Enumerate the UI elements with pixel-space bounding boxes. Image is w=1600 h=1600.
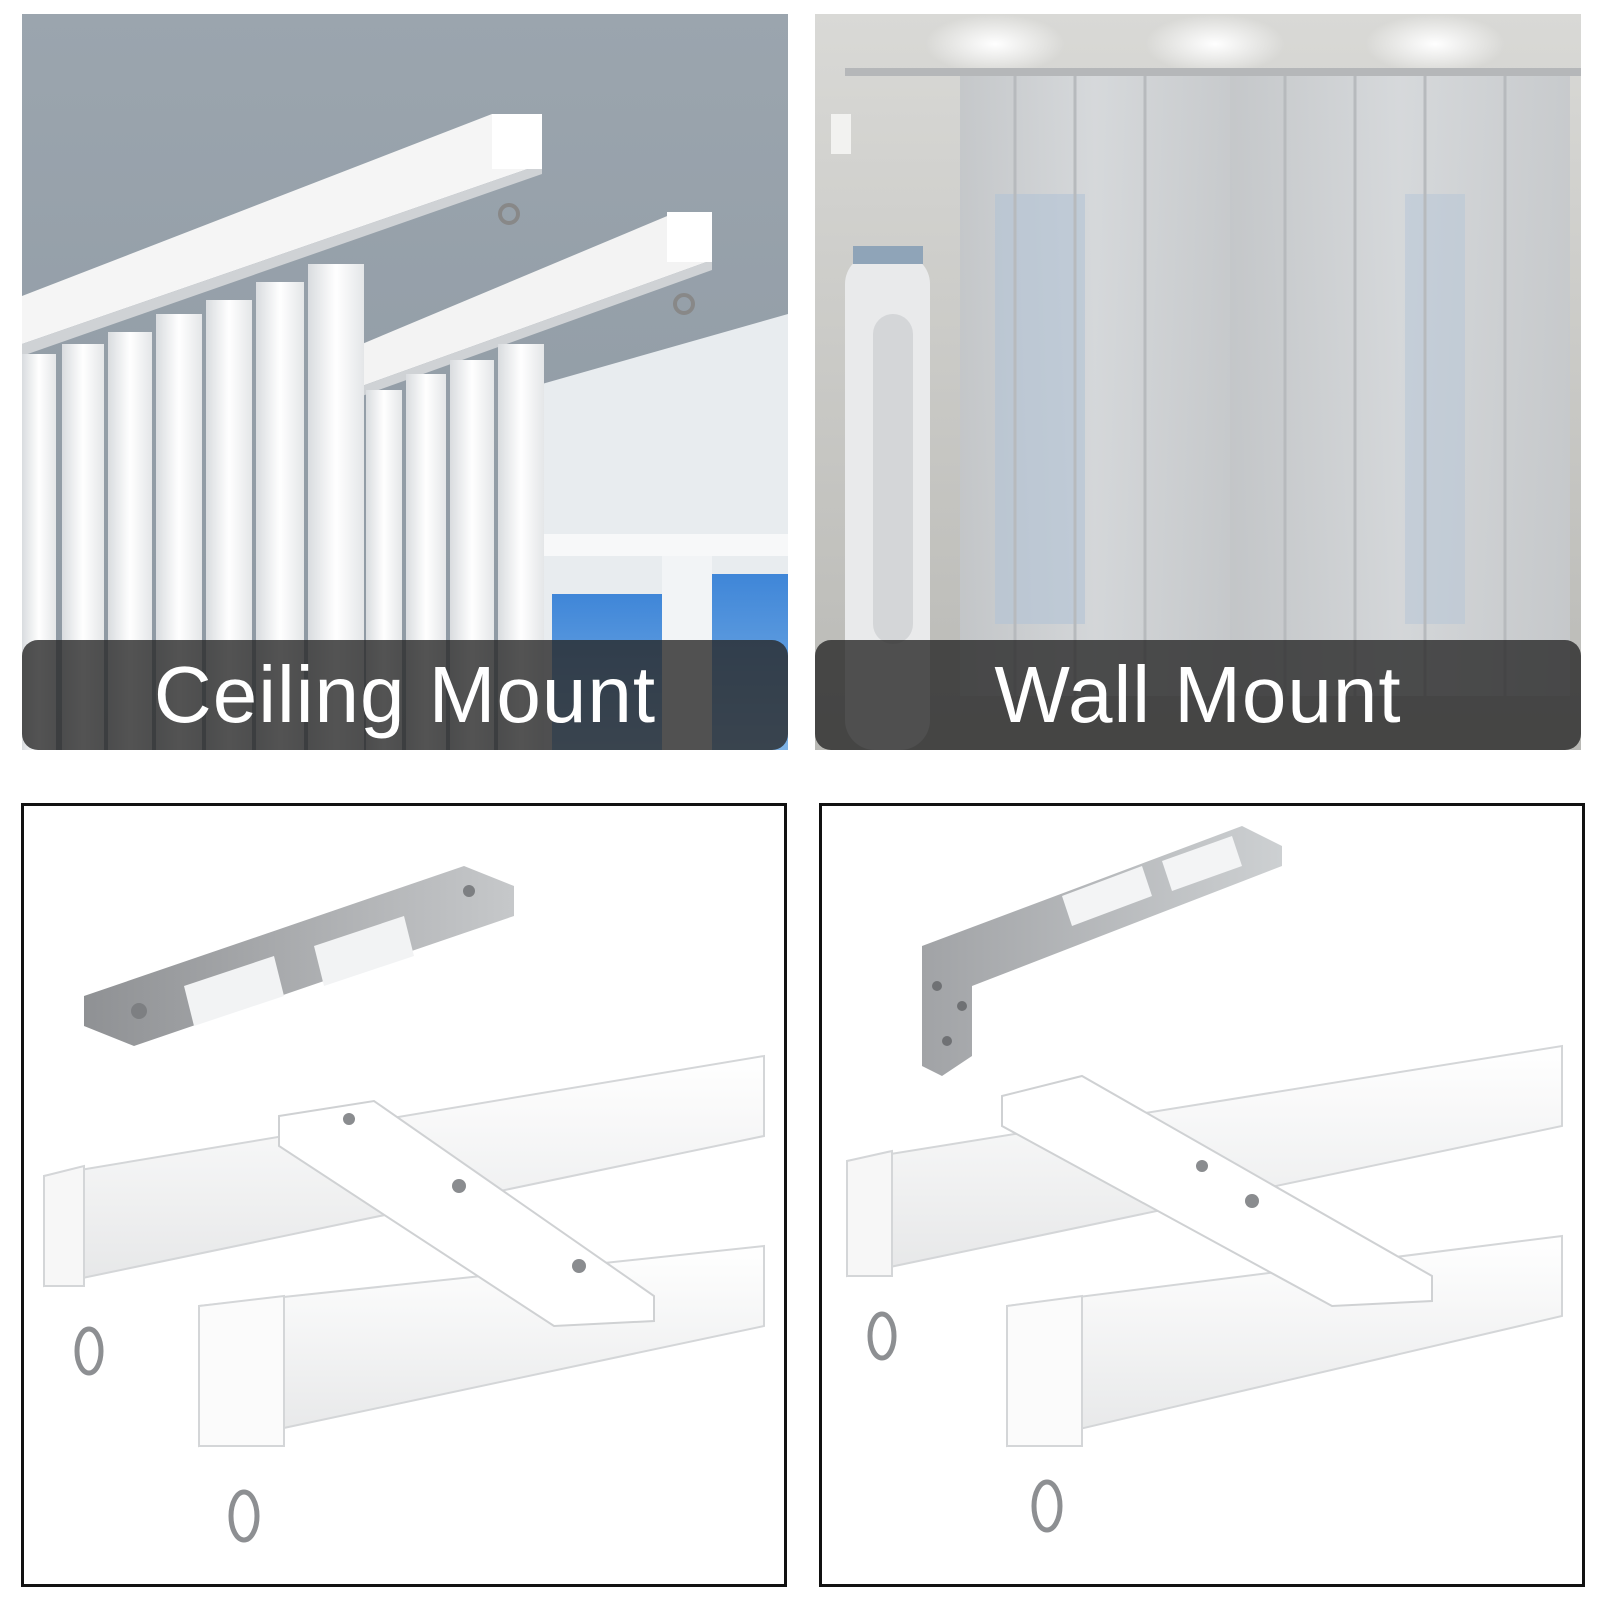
- wall-bracket-illustration: [846, 826, 1563, 1533]
- wall-mount-illustration: [815, 14, 1581, 750]
- ceiling-mount-photo: Ceiling Mount: [22, 14, 788, 750]
- wall-mount-caption-bar: Wall Mount: [815, 640, 1581, 750]
- ceiling-mount-caption-bar: Ceiling Mount: [22, 640, 788, 750]
- wall-mount-caption: Wall Mount: [994, 650, 1402, 739]
- ceiling-mount-caption: Ceiling Mount: [153, 650, 657, 739]
- wall-mount-photo: Wall Mount: [815, 14, 1581, 750]
- wall-bracket-kit-photo: [819, 803, 1585, 1587]
- ceiling-bracket-kit-photo: [21, 803, 787, 1587]
- ceiling-bracket-illustration: [43, 866, 765, 1543]
